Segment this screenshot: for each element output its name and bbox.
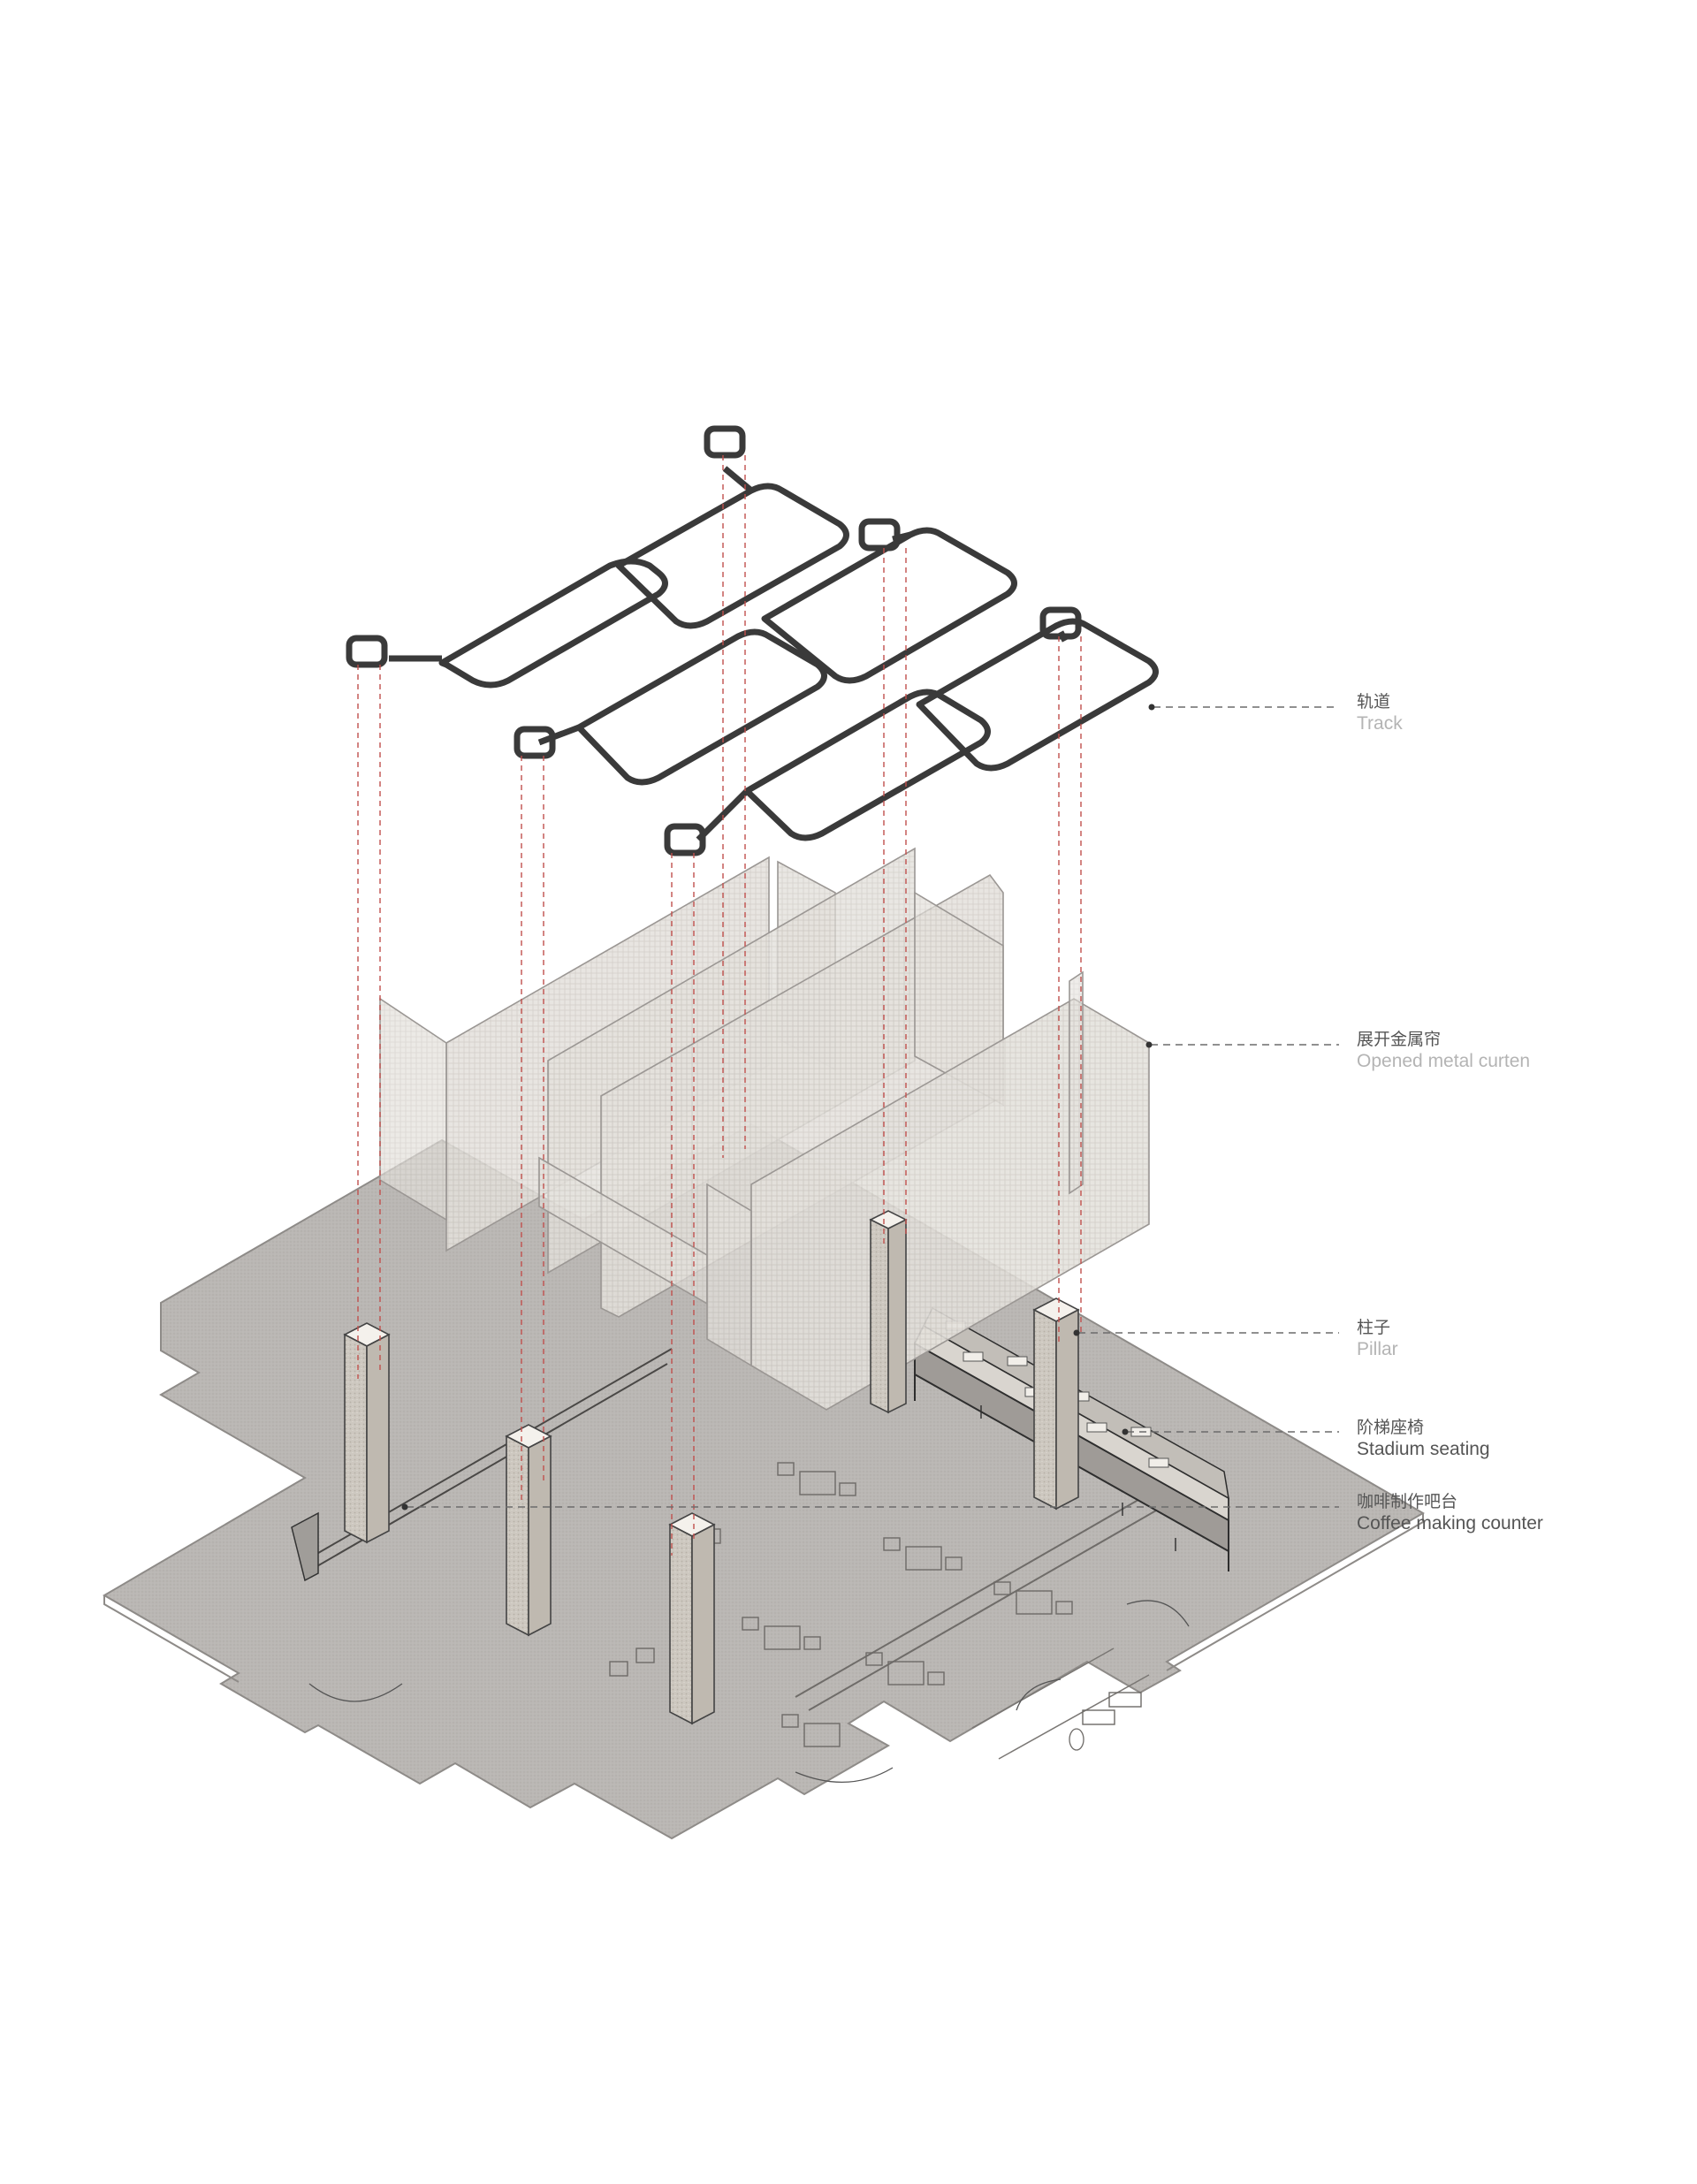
counter-label-en: Coffee making counter [1357,1513,1543,1533]
track-label: 轨道 Track [1357,691,1403,735]
pillar-label-en: Pillar [1357,1339,1398,1359]
curtain-label-zh: 展开金属帘 [1357,1030,1442,1049]
pillar-4 [1032,1297,1080,1511]
pillars [343,1210,1080,1725]
counter-label-zh: 咖啡制作吧台 [1357,1492,1458,1511]
floor-plan [103,1122,1425,1840]
metal-curtain [379,847,1150,1411]
pillar-3 [668,1512,716,1725]
counter-label: 咖啡制作吧台 Coffee making counter [1357,1491,1543,1535]
pillar-5 [869,1210,908,1414]
pillar-1 [343,1322,391,1544]
ceiling-track [346,425,1159,856]
pillar-2 [505,1424,552,1637]
projection-lines [357,455,1082,1556]
seating-label: 阶梯座椅 Stadium seating [1357,1417,1490,1461]
curtain-label-en: Opened metal curten [1357,1051,1531,1071]
curtain-label: 展开金属帘 Opened metal curten [1357,1029,1530,1073]
seating-label-zh: 阶梯座椅 [1357,1418,1425,1437]
pillar-label: 柱子 Pillar [1357,1317,1398,1361]
leader-lines [401,704,1339,1511]
track-label-en: Track [1357,713,1403,734]
seating-label-en: Stadium seating [1357,1439,1490,1459]
pillar-label-zh: 柱子 [1357,1318,1391,1337]
track-label-zh: 轨道 [1357,692,1391,712]
